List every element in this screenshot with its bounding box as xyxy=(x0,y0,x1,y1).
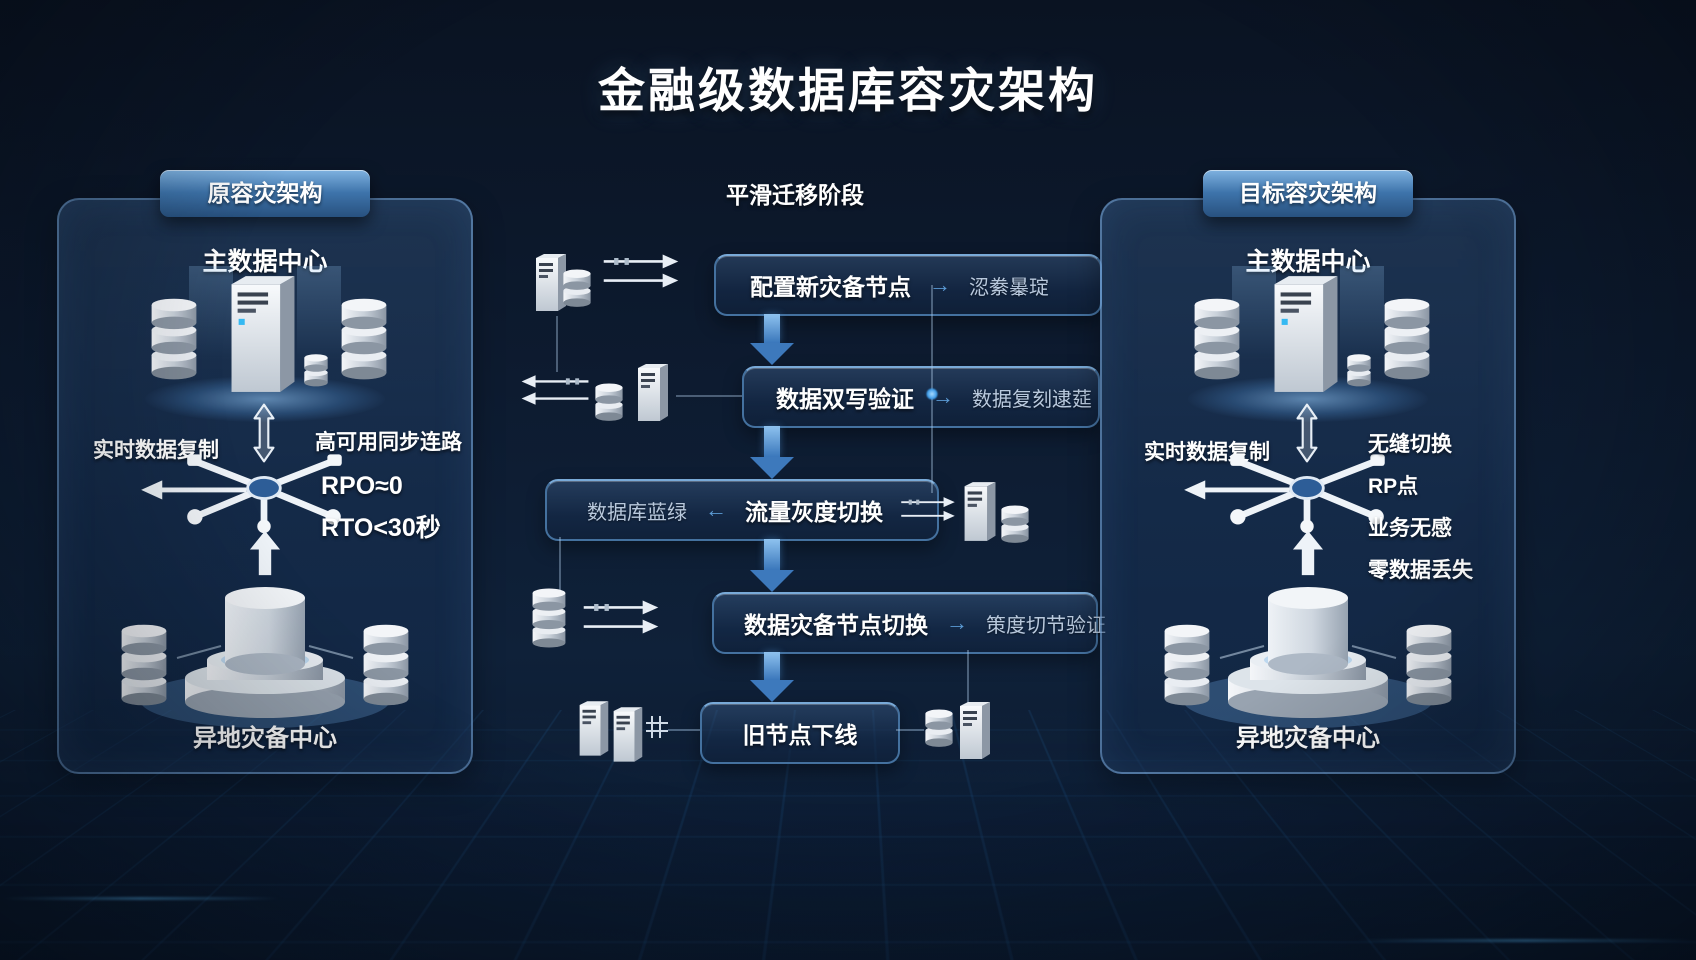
left-panel-header: 原容灾架构 xyxy=(160,170,370,217)
database-small-icon xyxy=(592,380,626,426)
step2-side-label: 数据复刻逮莚 xyxy=(972,388,1092,411)
server-tower-icon xyxy=(217,264,309,396)
flow-arrow-down-icon xyxy=(750,314,794,365)
database-small-icon xyxy=(560,266,594,312)
rpo-metric: RPO≈0 xyxy=(321,472,403,500)
database-small-icon xyxy=(998,502,1032,548)
flow-arrow-down-icon xyxy=(750,539,794,592)
database-stack-icon xyxy=(1188,296,1246,382)
migration-phase-header: 平滑迁移阶段 xyxy=(726,182,864,208)
right-panel-header-label: 目标容灾架构 xyxy=(1239,180,1377,206)
flow-arrow-down-icon xyxy=(750,652,794,702)
database-stack-icon xyxy=(145,296,203,382)
step-old-node-offline: 旧节点下线 xyxy=(700,702,900,764)
database-stack-icon xyxy=(528,586,570,650)
database-stack-icon xyxy=(335,296,393,382)
step4-arrow-icon: → xyxy=(946,610,968,635)
server-small-icon xyxy=(956,476,1002,544)
left-panel-header-label: 原容灾架构 xyxy=(207,180,323,206)
step4-label: 数据灾备节点切换 xyxy=(744,612,928,638)
step-configure-new-dr-node: 配置新灾备节点 → 涊絭曓琔 xyxy=(714,254,1102,316)
glow-streak-left xyxy=(0,897,280,900)
step1-side-label: 涊絭曓琔 xyxy=(969,276,1049,299)
dr-center-icon xyxy=(1158,562,1458,732)
step-dr-node-switch: 数据灾备节点切换 → 策度切节验证 xyxy=(712,592,1106,654)
step3-label: 流量灰度切换 xyxy=(745,499,883,525)
cache-db-icon xyxy=(301,352,331,390)
rto-metric: RTO<30秒 xyxy=(321,514,441,542)
step4-side-label: 策度切节验证 xyxy=(986,614,1106,637)
right-panel-header: 目标容灾架构 xyxy=(1203,170,1413,217)
data-flow-arrows-icon xyxy=(520,370,590,410)
server-small-icon xyxy=(630,358,674,424)
database-stack-icon xyxy=(1378,296,1436,382)
step3-side-label: 数据库蓝绿 xyxy=(587,501,687,524)
step1-label: 配置新灾备节点 xyxy=(750,274,911,300)
grid-symbol-icon xyxy=(646,716,668,738)
page-title: 金融级数据库容灾架构 xyxy=(598,64,1098,117)
connector-dot xyxy=(926,388,938,400)
right-dr-center-label: 异地灾备中心 xyxy=(1236,725,1380,752)
benefit-list: 无缝切换 RP点 业务无感 零数据丢失 xyxy=(1368,428,1473,584)
step5-label: 旧节点下线 xyxy=(742,722,858,748)
benefit-seamless-switch: 无缝切换 xyxy=(1368,433,1452,456)
flow-arrow-down-icon xyxy=(750,426,794,479)
data-flow-arrows-icon xyxy=(602,248,680,294)
right-panel: 目标容灾架构 主数据中心 实时数据复制 无缝切换 RP点 业务无感 零数据丢失 … xyxy=(1100,170,1516,774)
connector-line xyxy=(896,729,924,731)
step3-arrow-icon: ← xyxy=(705,497,727,522)
connector-line xyxy=(668,729,700,731)
left-dr-center-label: 异地灾备中心 xyxy=(193,725,337,752)
data-flow-arrows-icon xyxy=(900,492,956,526)
step-dual-write-verify: 数据双写验证 → 数据复刻逮莚 xyxy=(742,366,1100,428)
connector-line xyxy=(556,316,558,372)
glow-streak-right xyxy=(1356,939,1696,942)
connector-line xyxy=(559,537,561,591)
dr-center-icon xyxy=(115,562,415,732)
step2-label: 数据双写验证 xyxy=(776,386,914,412)
server-tower-icon xyxy=(1260,264,1352,396)
data-flow-arrows-icon xyxy=(582,594,660,640)
server-small-icon xyxy=(952,694,996,764)
step-traffic-gray-switch: 数据库蓝绿 ← 流量灰度切换 xyxy=(545,479,939,541)
left-panel: 原容灾架构 主数据中心 实时数据复制 高可用同步连路 RPO≈0 RTO<30秒… xyxy=(57,170,473,774)
cache-db-icon xyxy=(1344,352,1374,390)
benefit-rp-point: RP点 xyxy=(1368,475,1419,498)
connector-line xyxy=(676,395,742,397)
server-small-icon xyxy=(606,698,648,768)
benefit-no-business-impact: 业务无感 xyxy=(1368,517,1452,540)
database-small-icon xyxy=(922,706,956,752)
floor-fade xyxy=(0,780,1696,960)
